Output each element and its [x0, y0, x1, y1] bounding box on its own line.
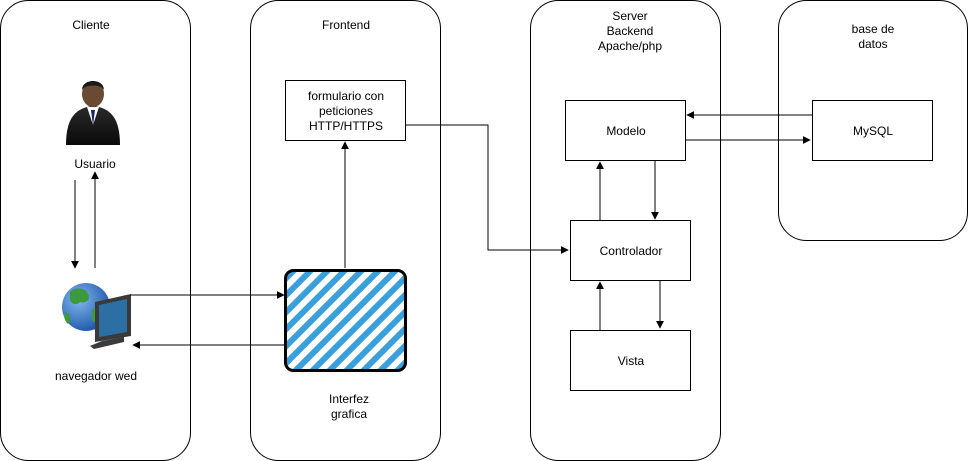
lane-title-server-line1: Server — [612, 9, 648, 23]
formulario-label-line2: peticiones — [318, 103, 374, 118]
lane-title-database-line2: datos — [858, 37, 888, 51]
globe-monitor-icon — [62, 283, 131, 349]
usuario-label: Usuario — [74, 157, 116, 171]
interfaz-label: Interfez grafica — [329, 392, 369, 422]
lane-title-database: base de datos — [852, 22, 895, 52]
formulario-label: formulario con peticiones HTTP/HTTPS — [286, 81, 406, 141]
box-controlador — [570, 220, 691, 281]
businessman-icon — [66, 81, 120, 145]
arrow-formulario-to-controlador — [406, 124, 569, 254]
formulario-label-line1: formulario con — [307, 88, 385, 103]
interfaz-label-line2: grafica — [330, 407, 368, 421]
interfaz-label-line1: Interfez — [328, 392, 370, 406]
lane-title-server: Server Backend Apache/php — [598, 9, 662, 54]
box-interfaz-grafica — [284, 269, 407, 372]
lane-title-database-line1: base de — [851, 22, 895, 36]
mysql-label: MySQL — [852, 123, 893, 138]
lane-title-server-line3: Apache/php — [597, 39, 663, 53]
lane-title-cliente: Cliente — [72, 18, 110, 32]
box-modelo — [565, 100, 686, 161]
box-formulario — [285, 80, 406, 141]
box-vista — [570, 330, 691, 391]
navegador-label: navegador wed — [54, 369, 138, 383]
lane-title-frontend: Frontend — [321, 18, 371, 32]
vista-label: Vista — [617, 353, 645, 368]
box-mysql — [812, 100, 933, 161]
modelo-label: Modelo — [606, 123, 646, 138]
controlador-label: Controlador — [599, 243, 663, 258]
formulario-label-line3: HTTP/HTTPS — [309, 118, 383, 133]
lane-title-server-line2: Backend — [606, 24, 654, 38]
